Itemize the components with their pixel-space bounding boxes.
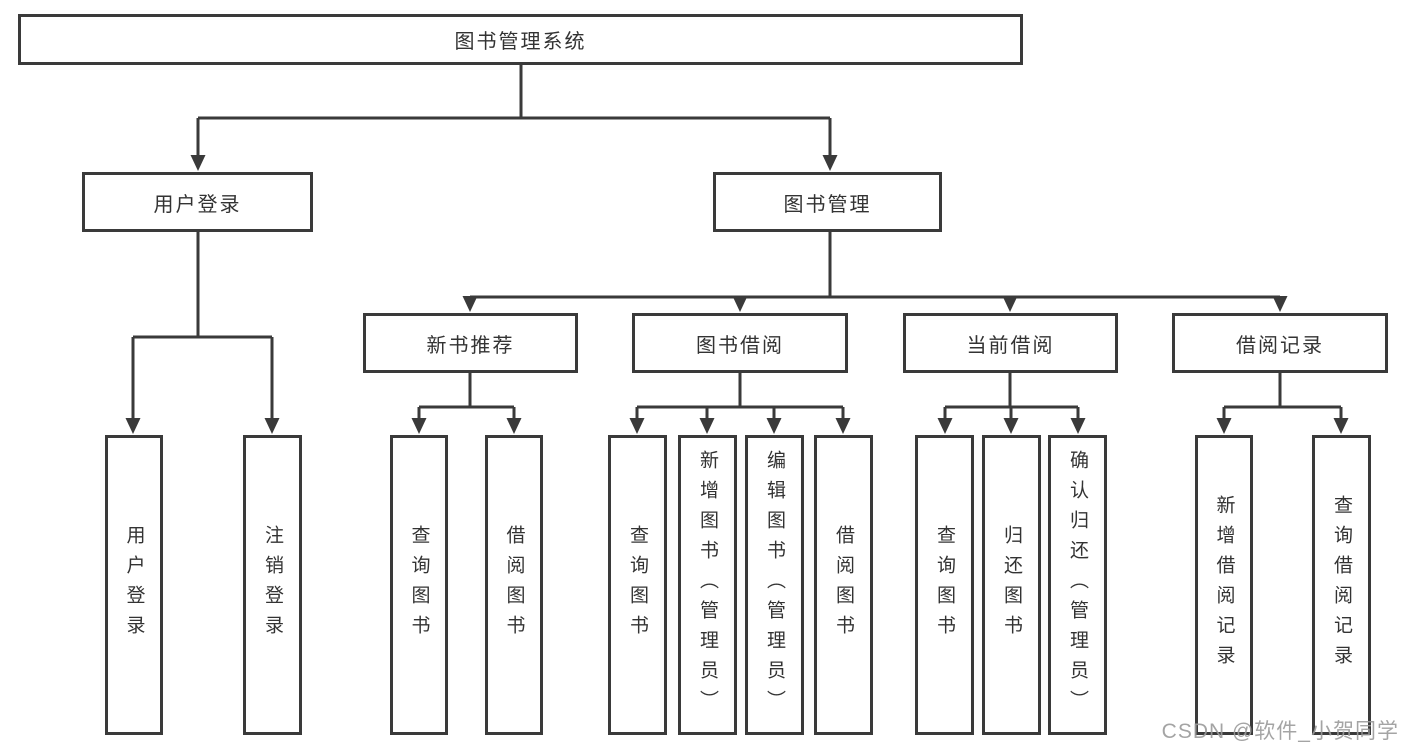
arrowhead-icon <box>1216 418 1232 434</box>
node-leaf-nbr-borrow: 借阅图书 <box>485 435 543 735</box>
arrowhead-icon <box>462 296 478 312</box>
arrowhead-icon <box>506 418 522 434</box>
node-label: 确认归还（管理员） <box>1067 450 1088 720</box>
arrowhead-icon <box>822 155 838 171</box>
node-new-book-rec: 新书推荐 <box>363 313 578 373</box>
node-book-borrow: 图书借阅 <box>632 313 848 373</box>
arrowhead-icon <box>264 418 280 434</box>
node-leaf-cb-confirm: 确认归还（管理员） <box>1048 435 1107 735</box>
node-label: 注销登录 <box>262 525 283 645</box>
node-label: 图书管理 <box>783 193 872 216</box>
node-label: 查询图书 <box>627 525 648 645</box>
node-label: 查询图书 <box>934 525 955 645</box>
node-label: 查询图书 <box>408 525 430 645</box>
node-label: 图书借阅 <box>696 334 784 357</box>
node-leaf-bb-query: 查询图书 <box>608 435 667 735</box>
node-leaf-br-add: 新增借阅记录 <box>1195 435 1253 735</box>
node-current-borrow: 当前借阅 <box>903 313 1118 373</box>
arrowhead-icon <box>1003 418 1019 434</box>
node-label: 新增图书（管理员） <box>697 450 718 720</box>
arrowhead-icon <box>1333 418 1349 434</box>
node-label: 图书管理系统 <box>454 31 587 53</box>
arrowhead-icon <box>125 418 141 434</box>
node-label: 借阅图书 <box>833 525 854 645</box>
node-leaf-bb-edit: 编辑图书（管理员） <box>745 435 804 735</box>
arrowhead-icon <box>190 155 206 171</box>
arrowhead-icon <box>629 418 645 434</box>
node-label: 新增借阅记录 <box>1213 495 1235 675</box>
node-label: 用户登录 <box>153 193 242 216</box>
arrowhead-icon <box>1272 296 1288 312</box>
node-leaf-cb-query: 查询图书 <box>915 435 974 735</box>
node-label: 当前借阅 <box>966 334 1055 357</box>
node-root: 图书管理系统 <box>18 14 1023 65</box>
node-label: 借阅记录 <box>1236 334 1324 357</box>
node-leaf-cb-return: 归还图书 <box>982 435 1041 735</box>
arrowhead-icon <box>732 296 748 312</box>
node-leaf-nbr-query: 查询图书 <box>390 435 448 735</box>
node-borrow-records: 借阅记录 <box>1172 313 1388 373</box>
arrowhead-icon <box>1002 296 1018 312</box>
arrowhead-icon <box>766 418 782 434</box>
node-leaf-bb-add: 新增图书（管理员） <box>678 435 737 735</box>
node-label: 查询借阅记录 <box>1331 495 1352 675</box>
node-user-login: 用户登录 <box>82 172 313 232</box>
node-leaf-bb-borrow: 借阅图书 <box>814 435 873 735</box>
watermark: CSDN @软件_小贺同学 <box>1161 720 1399 743</box>
node-label: 用户登录 <box>123 525 145 645</box>
arrowhead-icon <box>937 418 953 434</box>
node-leaf-br-query: 查询借阅记录 <box>1312 435 1371 735</box>
node-leaf-logout: 注销登录 <box>243 435 302 735</box>
arrowhead-icon <box>411 418 427 434</box>
node-book-mgmt: 图书管理 <box>713 172 942 232</box>
node-label: 新书推荐 <box>426 334 515 357</box>
node-label: 归还图书 <box>1001 525 1022 645</box>
node-leaf-user-login: 用户登录 <box>105 435 163 735</box>
node-label: 编辑图书（管理员） <box>764 450 785 720</box>
arrowhead-icon <box>699 418 715 434</box>
node-label: 借阅图书 <box>503 525 525 645</box>
arrowhead-icon <box>1070 418 1086 434</box>
arrowhead-icon <box>835 418 851 434</box>
